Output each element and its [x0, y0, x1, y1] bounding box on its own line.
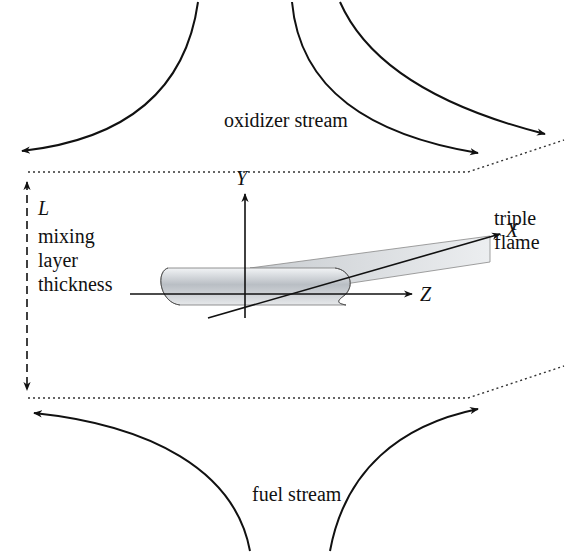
- layer-boundary: [28, 140, 564, 172]
- x-axis: [208, 234, 500, 318]
- layer-boundary: [28, 366, 564, 398]
- tube-edge: [161, 268, 180, 305]
- axis-label: Y: [236, 166, 266, 190]
- tube-edge: [335, 268, 350, 305]
- streamline: [340, 2, 545, 134]
- flame-label: triple flame: [494, 206, 560, 254]
- dimension-line: [26, 182, 28, 390]
- streamline: [34, 413, 250, 551]
- dimension-label: mixing layer thickness: [38, 224, 130, 296]
- z-axis: [130, 293, 412, 295]
- dimension-symbol: L: [38, 196, 68, 220]
- stream-label: oxidizer stream: [224, 108, 394, 132]
- streamline: [22, 2, 198, 151]
- axis-label: Z: [420, 282, 450, 306]
- streamline: [330, 409, 478, 551]
- stream-label: fuel stream: [252, 482, 382, 506]
- flame-tube: [161, 268, 350, 305]
- y-axis: [244, 194, 246, 318]
